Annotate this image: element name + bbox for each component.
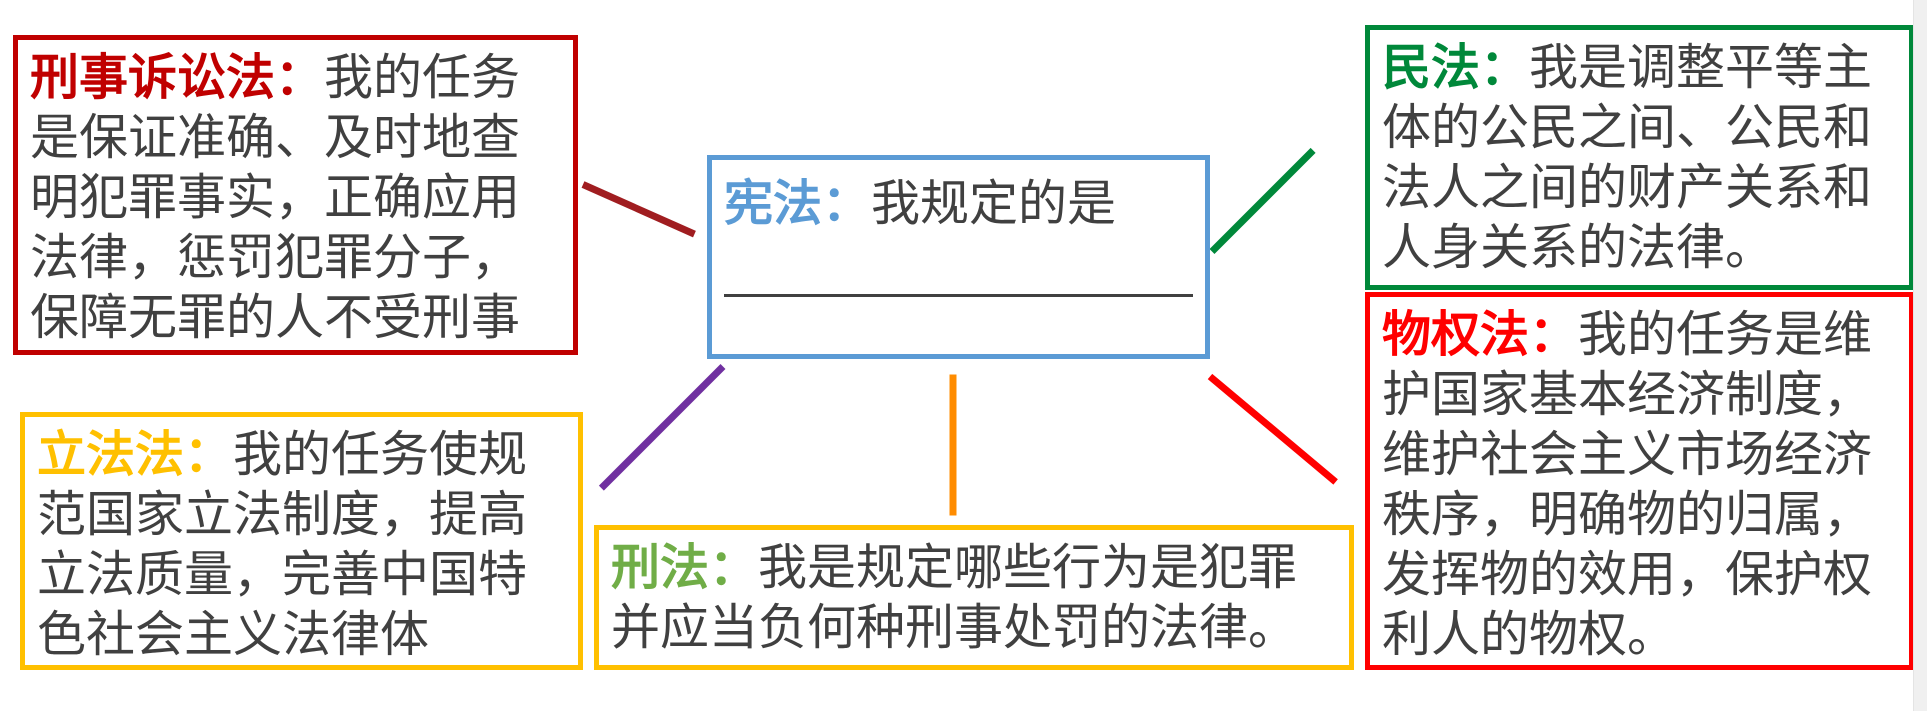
answer-blank-line-1[interactable]	[724, 234, 1193, 297]
vertical-scrollbar[interactable]	[1913, 0, 1927, 711]
minfa-text: 我是调整平等主体的公民之间、公民和法人之间的财产关系和人身关系的法律。	[1382, 39, 1873, 276]
wuquan-text: 我的任务是维护国家基本经济制度，维护社会主义市场经济秩序，明确物的归属，发挥物的…	[1382, 306, 1873, 663]
lifa-box: 立法法：我的任务使规范国家立法制度，提高立法质量，完善中国特色社会主义法律体系……	[20, 412, 583, 670]
connector-wuquan	[1207, 373, 1338, 485]
connector-lifa	[598, 364, 726, 491]
xianfa-text: 我规定的是	[871, 175, 1117, 232]
answer-blank-line-2[interactable]	[724, 303, 1193, 354]
xianfa-heading: 宪法：我规定的是	[724, 174, 1193, 234]
xingfa-text: 我是规定哪些行为是犯罪并应当负何种刑事处罚的法律。	[611, 539, 1298, 656]
connector-xingfa	[949, 374, 957, 516]
wuquan-title: 物权法：	[1382, 306, 1579, 363]
xianfa-title: 宪法：	[724, 175, 872, 232]
lifa-title: 立法法：	[37, 426, 234, 483]
xingfa-box: 刑法：我是规定哪些行为是犯罪并应当负何种刑事处罚的法律。	[594, 525, 1354, 670]
minfa-box: 民法：我是调整平等主体的公民之间、公民和法人之间的财产关系和人身关系的法律。	[1365, 25, 1914, 290]
lifa-text: 我的任务使规范国家立法制度，提高立法质量，完善中国特色社会主义法律体系……	[37, 426, 528, 663]
xingsu-title: 刑事诉讼法：	[30, 49, 325, 106]
xingsu-text: 我的任务是保证准确、及时地查明犯罪事实，正确应用法律，惩罚犯罪分子，保障无罪的人…	[30, 49, 521, 350]
xingfa-title: 刑法：	[611, 539, 759, 596]
wuquan-box: 物权法：我的任务是维护国家基本经济制度，维护社会主义市场经济秩序，明确物的归属，…	[1365, 292, 1914, 670]
connector-xingsu	[581, 181, 696, 238]
connector-minfa	[1209, 147, 1316, 254]
minfa-title: 民法：	[1382, 39, 1530, 96]
xianfa-box: 宪法：我规定的是	[707, 155, 1210, 359]
xingsu-box: 刑事诉讼法：我的任务是保证准确、及时地查明犯罪事实，正确应用法律，惩罚犯罪分子，…	[13, 35, 578, 355]
